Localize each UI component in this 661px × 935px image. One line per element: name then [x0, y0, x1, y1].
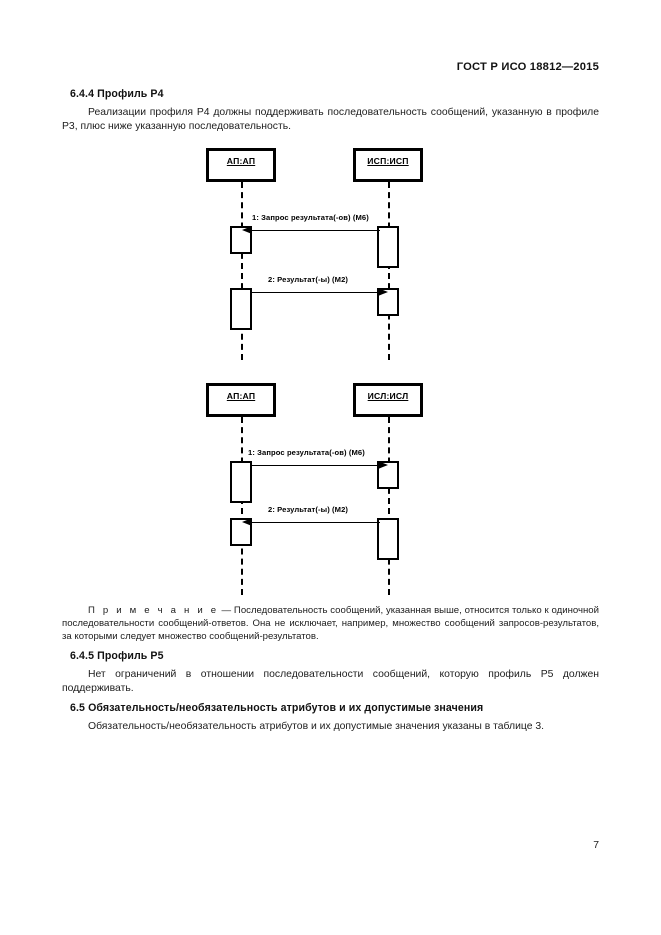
diagram2-right-actor-label: ИСЛ:ИСЛ [367, 391, 409, 401]
diagram2-left-actor-label: АП:АП [226, 391, 256, 401]
diagram1-message-1-arrowhead [242, 225, 252, 234]
diagram1-right-lifeline [388, 182, 390, 360]
diagram2-right-actor-box: ИСЛ:ИСЛ [353, 383, 423, 417]
diagram2-left-lifeline [241, 417, 243, 595]
diagram2-message-1-label: 1: Запрос результата(-ов) (М6) [248, 448, 365, 457]
diagram1-message-1-line [248, 230, 380, 231]
diagram2-right-lifeline [388, 417, 390, 595]
diagram1-right-actor-box: ИСП:ИСП [353, 148, 423, 182]
diagram1-message-2-line [250, 292, 380, 293]
clause-65-heading: 6.5 Обязательность/необязательность атри… [70, 702, 484, 714]
clause-65-paragraph: Обязательность/необязательность атрибуто… [88, 721, 545, 732]
clause-645-heading: 6.4.5 Профиль Р5 [70, 650, 164, 662]
diagram1-left-actor-box: АП:АП [206, 148, 276, 182]
diagram1-left-actor-label: АП:АП [226, 156, 256, 166]
clause-645-paragraph: Нет ограничений в отношении последовател… [62, 669, 599, 695]
note-dash: — [221, 605, 232, 616]
clause-644-paragraph: Реализации профиля Р4 должны поддерживат… [62, 107, 599, 133]
diagram1-activation-left-2 [230, 288, 252, 330]
diagram2-activation-right-2 [377, 518, 399, 560]
clause-644-block: 6.4.4 Профиль Р4 Реализации профиля Р4 д… [62, 88, 599, 135]
diagram2-message-1-line [250, 465, 380, 466]
page-number: 7 [593, 840, 599, 851]
diagram2-message-2-arrowhead [242, 517, 252, 526]
sequence-diagram-1: АП:АП ИСП:ИСП 1: Запрос результата(-ов) … [0, 148, 661, 360]
diagram2-activation-left-1 [230, 461, 252, 503]
diagram1-activation-right-1 [377, 226, 399, 268]
running-header: ГОСТ Р ИСО 18812—2015 [456, 61, 599, 73]
clause-644-heading: 6.4.4 Профиль Р4 [70, 88, 164, 100]
diagram2-message-2-line [248, 522, 380, 523]
diagram1-left-lifeline [241, 182, 243, 360]
clause-65-block: 6.5 Обязательность/необязательность атри… [62, 702, 599, 734]
sequence-diagram-2: АП:АП ИСЛ:ИСЛ 1: Запрос результата(-ов) … [0, 383, 661, 595]
note-label: П р и м е ч а н и е [88, 605, 219, 616]
clause-645-block: 6.4.5 Профиль Р5 Нет ограничений в отнош… [62, 650, 599, 697]
diagram2-message-1-arrowhead [378, 460, 388, 469]
note-text: Последовательность сообщений, указанная … [62, 605, 599, 643]
note-block: П р и м е ч а н и е — Последовательность… [62, 604, 599, 644]
diagram1-message-2-label: 2: Результат(-ы) (М2) [268, 275, 349, 284]
diagram2-message-2-label: 2: Результат(-ы) (М2) [268, 505, 349, 514]
diagram1-right-actor-label: ИСП:ИСП [367, 156, 409, 166]
note-paragraph: П р и м е ч а н и е — Последовательность… [62, 604, 599, 644]
diagram1-message-1-label: 1: Запрос результата(-ов) (М6) [252, 213, 369, 222]
diagram1-message-2-arrowhead [378, 287, 388, 296]
diagram2-left-actor-box: АП:АП [206, 383, 276, 417]
